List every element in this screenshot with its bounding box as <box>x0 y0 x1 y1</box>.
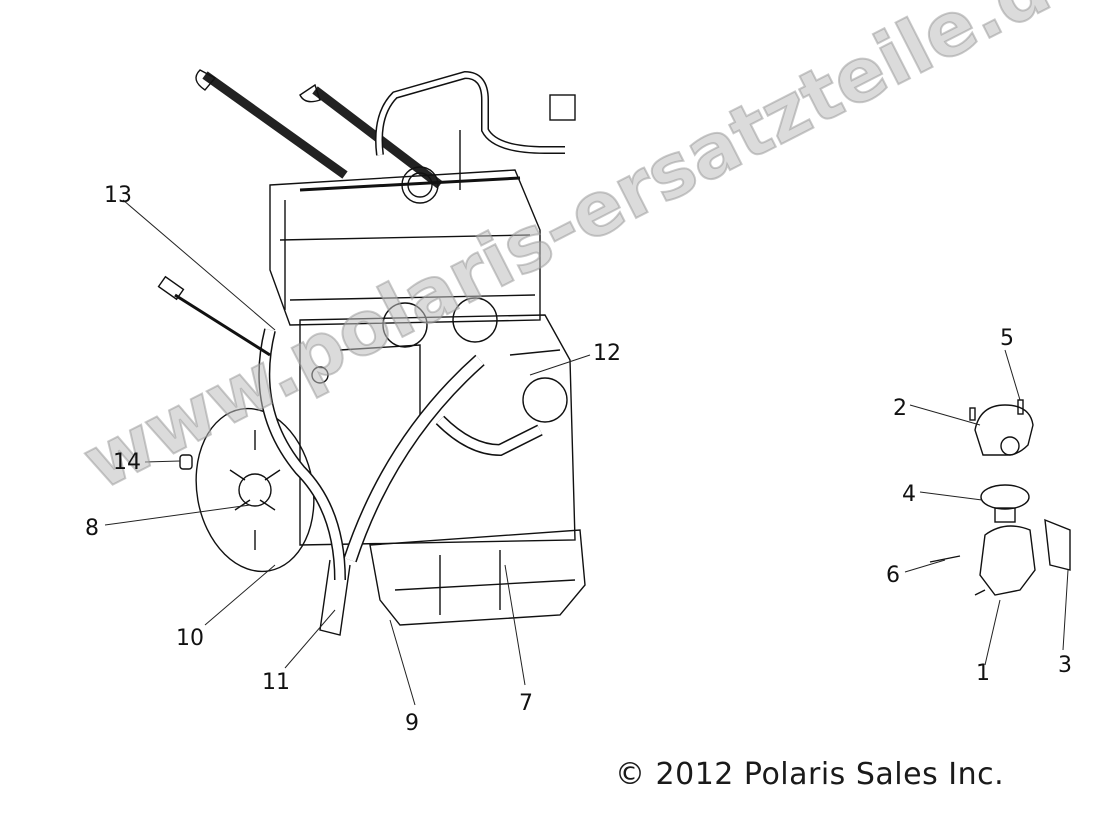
callout-7[interactable]: 7 <box>519 691 533 716</box>
copyright-notice: © 2012 Polaris Sales Inc. <box>615 757 1005 792</box>
breather-hoses <box>195 69 576 190</box>
engine-block <box>299 297 576 546</box>
plug-part-14 <box>179 454 193 470</box>
callout-1[interactable]: 1 <box>976 661 990 686</box>
oil-pan <box>369 529 586 626</box>
leader-lines <box>104 199 1069 706</box>
callout-11[interactable]: 11 <box>262 670 290 695</box>
callout-4[interactable]: 4 <box>902 482 916 507</box>
callout-10[interactable]: 10 <box>176 626 204 651</box>
callout-5[interactable]: 5 <box>1000 326 1014 351</box>
callout-13[interactable]: 13 <box>104 183 132 208</box>
stator-cover <box>195 407 315 573</box>
housing-gasket <box>1044 518 1071 571</box>
callout-9[interactable]: 9 <box>405 711 419 736</box>
thermostat-cover <box>974 404 1034 456</box>
thermostat <box>980 484 1030 510</box>
callout-14[interactable]: 14 <box>113 450 141 475</box>
thermostat-assembly <box>929 399 1071 596</box>
thermostat-housing <box>979 525 1036 596</box>
callout-3[interactable]: 3 <box>1058 653 1072 678</box>
cylinder-head <box>269 166 541 326</box>
coolant-hoses <box>157 275 543 636</box>
callout-6[interactable]: 6 <box>886 563 900 588</box>
callout-2[interactable]: 2 <box>893 396 907 421</box>
callout-8[interactable]: 8 <box>85 516 99 541</box>
callout-12[interactable]: 12 <box>593 341 621 366</box>
